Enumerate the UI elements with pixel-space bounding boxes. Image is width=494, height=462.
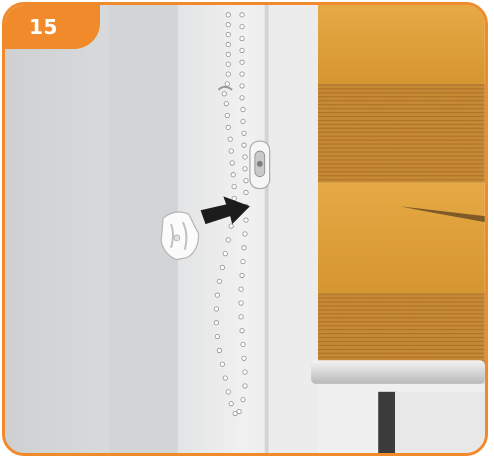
frame-edge xyxy=(265,5,269,453)
bottom-rail xyxy=(311,360,485,384)
step-number: 15 xyxy=(29,15,58,39)
mounting-slot xyxy=(250,141,270,188)
step-badge: 15 xyxy=(5,5,100,49)
window-illustration xyxy=(5,5,485,453)
frame-inner xyxy=(269,5,318,453)
illustration-frame: 15 xyxy=(2,2,488,456)
roller-blind xyxy=(311,5,485,453)
